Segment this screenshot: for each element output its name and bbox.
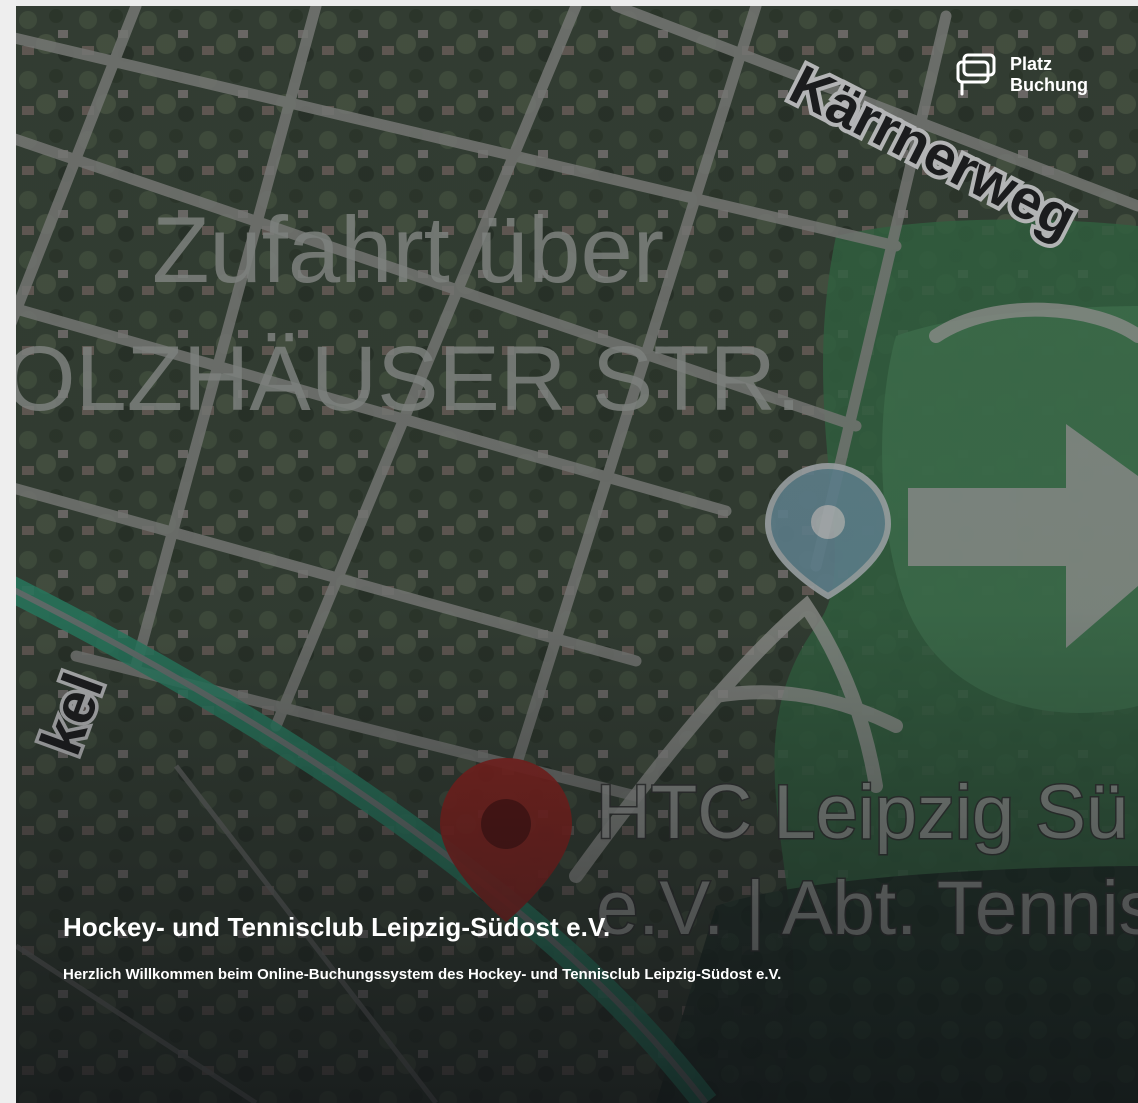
platz-buchung-logo-link[interactable]: Platz Buchung (954, 52, 1088, 98)
brand-text: Platz Buchung (1010, 54, 1088, 96)
map-access-line2: OLZHÄUSER STR. (16, 328, 801, 430)
brand-line-2: Buchung (1010, 75, 1088, 95)
map-access-line1: Zufahrt über (152, 197, 664, 302)
map-venue-line1: HTC Leipzig Sü (596, 770, 1128, 855)
hero-subtitle: Herzlich Willkommen beim Online-Buchungs… (63, 966, 782, 983)
hero-section: Kärrnerweg Zufahrt über OLZHÄUSER STR. H… (16, 6, 1138, 1103)
brand-line-1: Platz (1010, 54, 1053, 74)
map-venue-line2: e.V. | Abt. Tennis (596, 866, 1138, 951)
left-margin (0, 0, 16, 1103)
booking-logo-icon (956, 53, 996, 96)
hero-title: Hockey- und Tennisclub Leipzig-Südost e.… (63, 912, 611, 942)
